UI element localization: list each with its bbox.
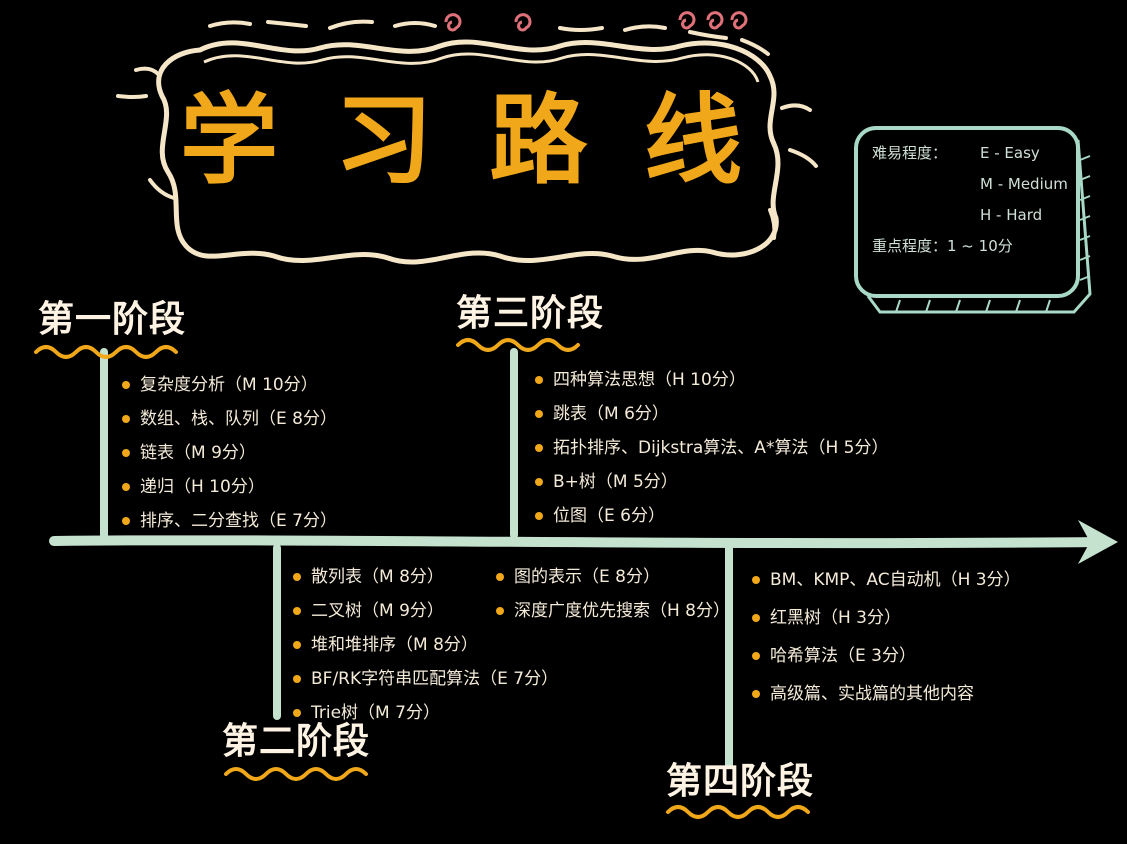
legend-difficulty-label: 难易程度： (872, 144, 948, 162)
stage-3-items: 四种算法思想（H 10分） 跳表（M 6分） 拓扑排序、Dijkstra算法、A… (535, 363, 888, 533)
list-item: 哈希算法（E 3分） (752, 637, 1021, 675)
timeline-branches (100, 348, 733, 769)
list-item: 递归（H 10分） (122, 470, 337, 504)
stage-1-items: 复杂度分析（M 10分） 数组、栈、队列（E 8分） 链表（M 9分） 递归（H… (122, 368, 337, 538)
list-item: 图的表示（E 8分） (496, 560, 730, 594)
page-title: 学 习 路 线 (180, 72, 750, 198)
list-item: 复杂度分析（M 10分） (122, 368, 337, 402)
list-item: 拓扑排序、Dijkstra算法、A*算法（H 5分） (535, 431, 888, 465)
stage-1-label: 第一阶段 (38, 299, 187, 340)
list-item: 高级篇、实战篇的其他内容 (752, 675, 1021, 713)
list-item: 位图（E 6分） (535, 499, 888, 533)
legend-level: M - Medium (980, 175, 1068, 193)
title-char: 习 (334, 84, 441, 198)
stage-2-items-b: 图的表示（E 8分） 深度广度优先搜索（H 8分） (496, 560, 730, 628)
legend-level: E - Easy (980, 144, 1040, 162)
legend: 难易程度： E - Easy M - Medium H - Hard 重点程度：… (872, 138, 1072, 288)
title-cloud-border (156, 39, 781, 265)
list-item: 四种算法思想（H 10分） (535, 363, 888, 397)
legend-level: H - Hard (980, 206, 1043, 224)
stage-4-label: 第四阶段 (666, 761, 815, 802)
list-item: 排序、二分查找（E 7分） (122, 504, 337, 538)
list-item: 深度广度优先搜索（H 8分） (496, 594, 730, 628)
legend-importance: 重点程度：1 ~ 10分 (872, 237, 1013, 255)
legend-box-border (854, 126, 1080, 298)
list-item: 堆和堆排序（M 8分） (293, 628, 558, 662)
title-char: 线 (643, 84, 750, 198)
list-item: 跳表（M 6分） (535, 397, 888, 431)
list-item: BM、KMP、AC自动机（H 3分） (752, 561, 1021, 599)
stage-3-label: 第三阶段 (456, 293, 605, 334)
list-item: 红黑树（H 3分） (752, 599, 1021, 637)
list-item: B+树（M 5分） (535, 465, 888, 499)
list-item: BF/RK字符串匹配算法（E 7分） (293, 662, 558, 696)
stage-4-items: BM、KMP、AC自动机（H 3分） 红黑树（H 3分） 哈希算法（E 3分） … (752, 561, 1021, 713)
list-item: 数组、栈、队列（E 8分） (122, 402, 337, 436)
stage-underline-waves (34, 338, 810, 819)
stage-2-label: 第二阶段 (222, 721, 371, 762)
timeline-arrowhead (1078, 520, 1118, 564)
list-item: 散列表（M 8分） (293, 560, 558, 594)
decor-swirls (444, 11, 748, 32)
stage-2-items: 散列表（M 8分） 二叉树（M 9分） 堆和堆排序（M 8分） BF/RK字符串… (293, 560, 558, 730)
title-char: 学 (180, 84, 287, 198)
list-item: 二叉树（M 9分） (293, 594, 558, 628)
list-item: Trie树（M 7分） (293, 696, 558, 730)
list-item: 链表（M 9分） (122, 436, 337, 470)
title-char: 路 (489, 84, 596, 198)
timeline-axis (49, 535, 1105, 549)
